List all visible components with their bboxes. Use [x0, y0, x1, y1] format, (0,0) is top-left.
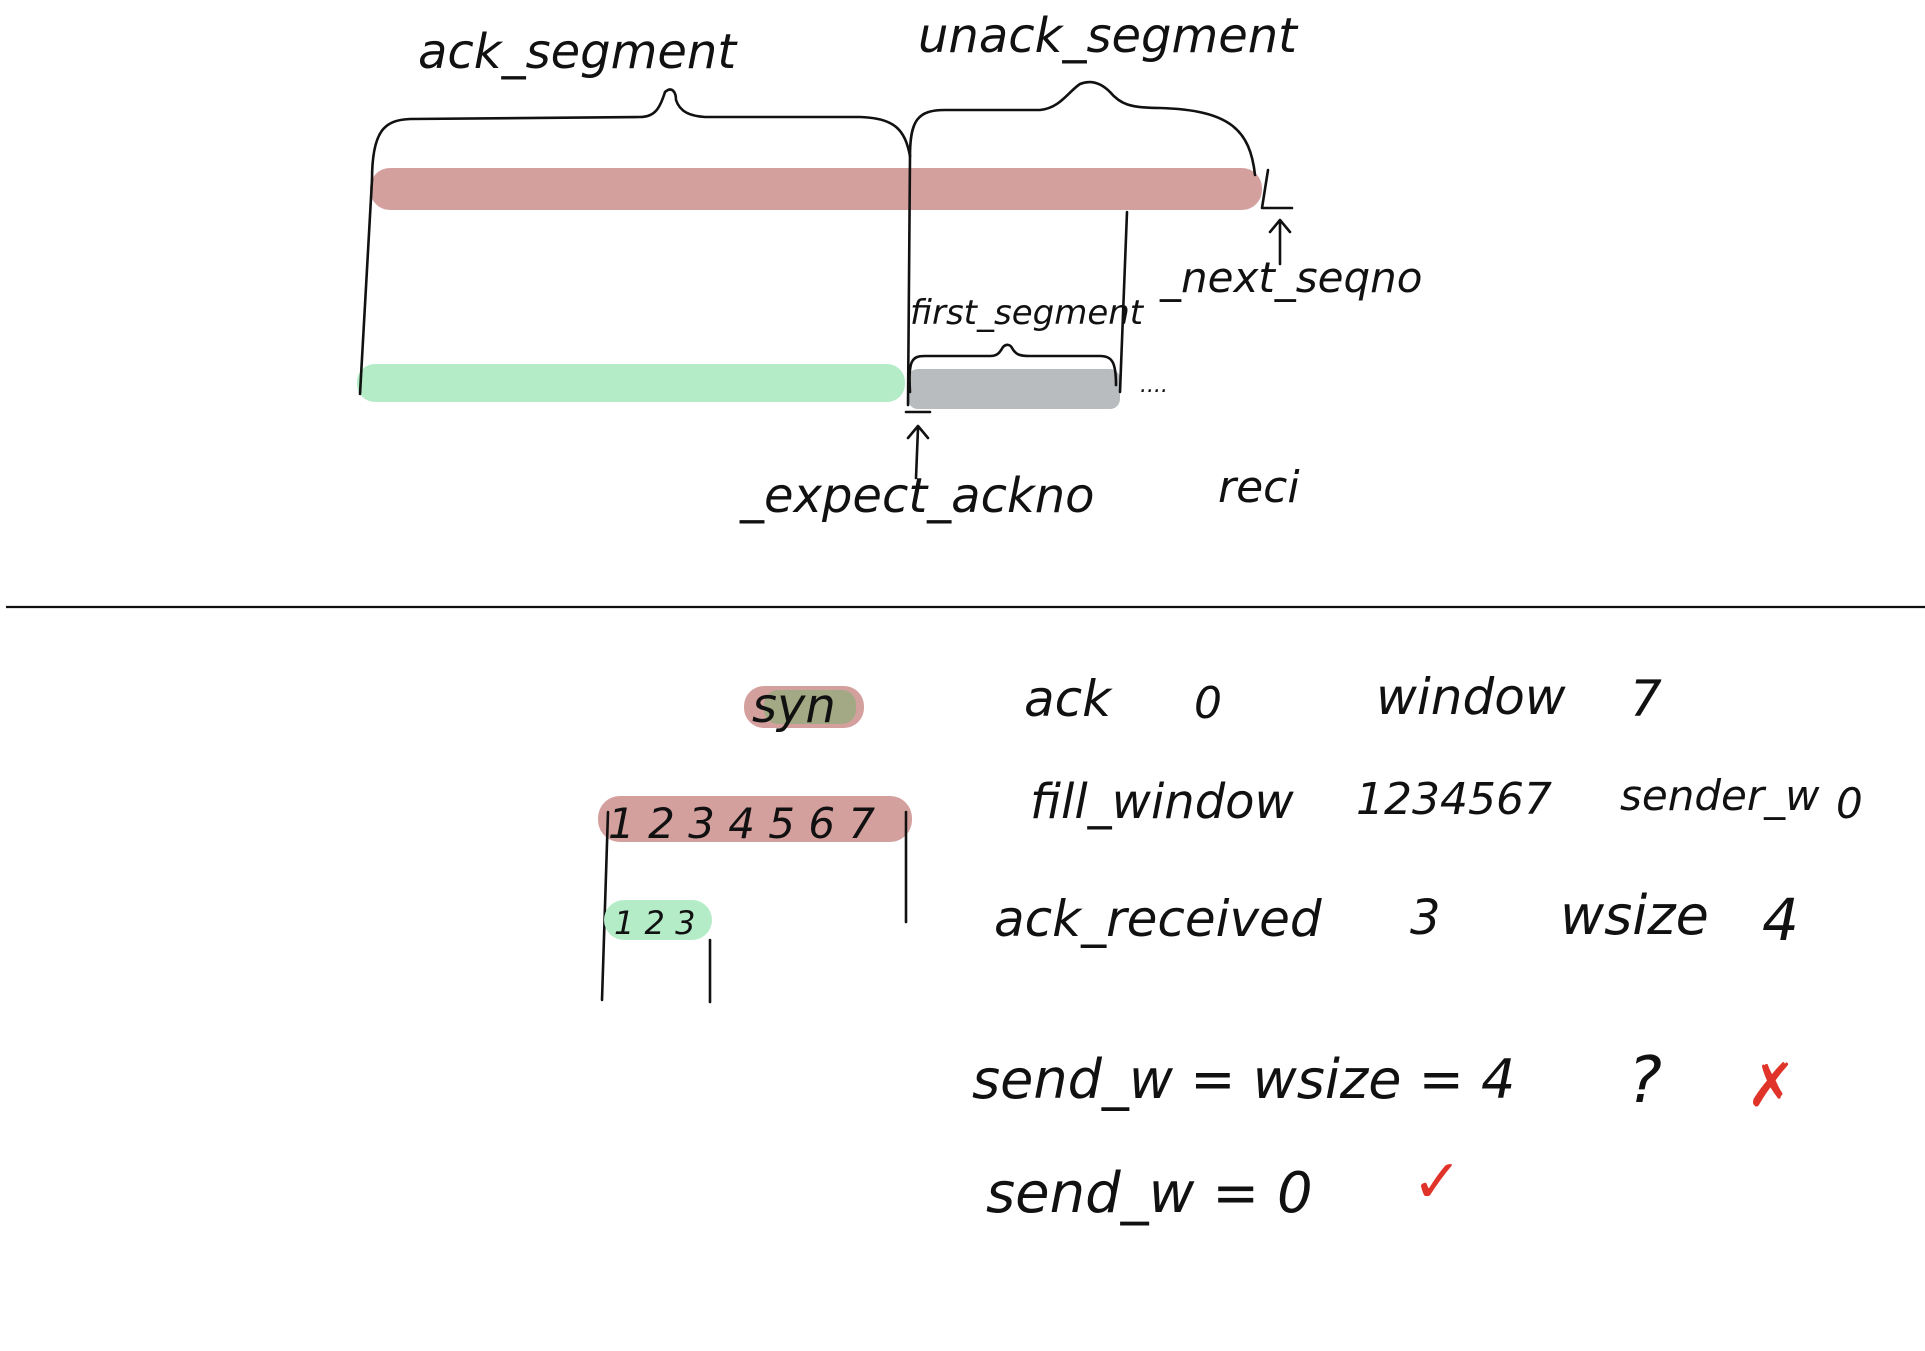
equation-2: send_w = 0 — [986, 1161, 1313, 1226]
received-bar-label: 1 2 3 — [614, 904, 695, 942]
acked-segments-bar — [357, 364, 905, 402]
equation-1-wrong-mark: ✗ — [1746, 1051, 1796, 1121]
received-bar — [604, 900, 712, 940]
unack-segment-label: unack_segment — [918, 8, 1299, 64]
sent-segments-bar — [370, 168, 1262, 210]
next-seqno-arrow — [1268, 218, 1292, 266]
first-segment-right-line — [1118, 210, 1129, 394]
equation-1: send_w = wsize = 4 — [972, 1048, 1515, 1111]
window-value: 7 — [1630, 670, 1662, 728]
window-bar — [598, 796, 912, 842]
expect-ackno-label: _expect_ackno — [739, 468, 1095, 524]
window-left-line — [600, 810, 610, 1002]
window-bar-label: 1 2 3 4 5 6 7 — [608, 799, 875, 848]
first-segment-label: first_segment — [910, 293, 1145, 333]
reci-label: reci — [1218, 462, 1300, 513]
ack-value: 0 — [1194, 678, 1222, 729]
first-segment-bar — [908, 369, 1120, 409]
fill-window-label: fill_window — [1030, 774, 1295, 830]
wsize-value: 4 — [1762, 886, 1799, 954]
middle-boundary-line — [906, 154, 912, 407]
ack-label: ack — [1024, 670, 1113, 728]
ack-received-value: 3 — [1410, 890, 1441, 946]
next-seqno-label: _next_seqno — [1159, 253, 1422, 302]
sender-w-value: 0 — [1836, 779, 1863, 828]
first-segment-brace — [908, 343, 1118, 394]
fill-window-value: 1234567 — [1356, 774, 1552, 825]
equation-1-question: ? — [1628, 1044, 1662, 1118]
next-seqno-tick — [1260, 168, 1294, 210]
ack-segment-brace — [370, 88, 912, 182]
top-diagram: ack_segment unack_segment first_segment … — [357, 8, 1422, 524]
syn-label: syn — [752, 678, 836, 734]
ack-segment-label: ack_segment — [418, 24, 738, 80]
window-label: window — [1376, 668, 1566, 726]
wsize-label: wsize — [1560, 884, 1709, 947]
sender-w-label: sender_w — [1620, 771, 1820, 820]
unack-segment-brace — [908, 80, 1257, 177]
dots-label: .... — [1140, 373, 1168, 398]
bottom-diagram: syn 1 2 3 4 5 6 7 1 2 3 ack 0 window 7 f… — [598, 668, 1863, 1226]
expect-ackno-arrow — [906, 424, 930, 480]
left-boundary-line — [358, 178, 374, 396]
equation-2-correct-mark: ✓ — [1412, 1147, 1462, 1217]
syn-marker-overlay — [764, 690, 856, 724]
ack-received-label: ack_received — [994, 890, 1322, 948]
